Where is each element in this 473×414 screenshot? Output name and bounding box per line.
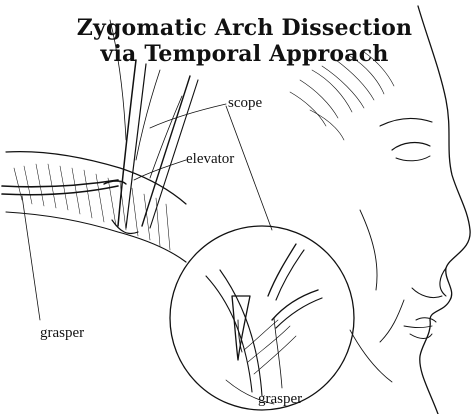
grasper-bottom-label: grasper — [258, 391, 302, 408]
scope-shaft-edge — [126, 64, 146, 228]
zygomatic-arch-bone-b — [220, 270, 262, 396]
nasolabial-fold — [380, 300, 404, 342]
scope-leader — [150, 104, 226, 128]
magnified-inset-circle — [170, 226, 354, 410]
cheek-contour — [360, 210, 377, 290]
lip-line — [404, 326, 432, 328]
eye-upper-lid — [392, 143, 430, 150]
scope-inset-edge — [276, 298, 322, 328]
grasper-inset-edge — [276, 250, 304, 300]
elevator-shaft — [142, 76, 190, 226]
zygomatic-arch-bone-a — [206, 276, 252, 392]
eyebrow — [380, 119, 432, 126]
elevator-label: elevator — [186, 151, 234, 168]
figure-title-line-2: via Temporal Approach — [8, 41, 473, 67]
nostril-line — [412, 288, 442, 298]
jaw-shadow — [350, 330, 392, 382]
scope-label: scope — [228, 95, 262, 112]
grasper-left-label: grasper — [40, 325, 84, 342]
scope-shaft — [118, 60, 136, 226]
lips-upper — [416, 318, 436, 322]
upper-strand-c — [150, 96, 182, 178]
tissue-hatching-left — [14, 164, 170, 250]
grasper-left-shaft-a — [2, 180, 118, 187]
scope-leader-2 — [226, 106, 272, 230]
inset-contents — [206, 244, 322, 404]
eye-lower-lid — [396, 156, 430, 161]
figure-title-line-1: Zygomatic Arch Dissection — [8, 15, 473, 41]
face-profile-outline — [418, 6, 470, 414]
scalp-flap-upper-edge — [6, 152, 186, 204]
soft-tissue-strands — [244, 320, 296, 374]
nose-outline — [440, 268, 446, 296]
grasper-inset — [268, 244, 296, 296]
